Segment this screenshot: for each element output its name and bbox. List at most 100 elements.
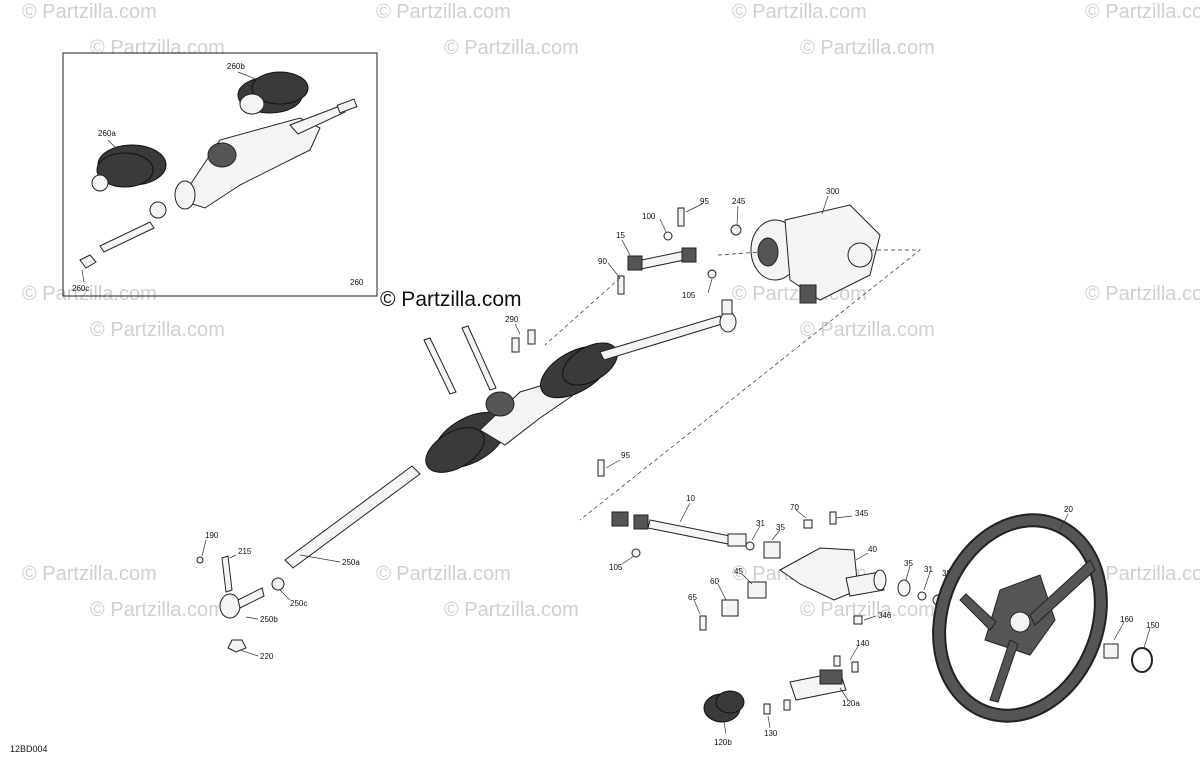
motor-output [847, 242, 873, 268]
u-joint-10 [611, 511, 629, 527]
callout-38: 38 [942, 569, 951, 578]
bolt-290 [511, 337, 520, 353]
callout-260a: 260a [98, 129, 116, 138]
shaft-end [727, 533, 747, 547]
watermark: © Partzilla.com [1085, 283, 1200, 305]
callout-95-lower: 95 [621, 451, 630, 460]
callout-290: 290 [505, 315, 519, 324]
callout-250a: 250a [342, 558, 360, 567]
u-joint-15b [681, 247, 697, 263]
nut-100 [663, 231, 673, 241]
watermark: © Partzilla.com [90, 599, 225, 621]
nut-160 [1103, 643, 1119, 659]
u-joint-15 [627, 255, 643, 271]
watermark: © Partzilla.com [800, 319, 935, 341]
inset-nut-260c [79, 254, 97, 269]
inset-ball-joint [149, 201, 167, 219]
column-switch-group: 120b 130 120a 140 [703, 639, 870, 747]
watermark: © Partzilla.com [732, 1, 867, 23]
watermark-grid: © Partzilla.com © Partzilla.com © Partzi… [22, 1, 1200, 621]
callout-120b: 120b [714, 738, 732, 747]
inset-rack-shaft [289, 105, 346, 135]
callout-345: 345 [855, 509, 869, 518]
inset-inner-tie-rod [99, 221, 155, 253]
bolt-65 [699, 615, 707, 631]
callout-160: 160 [1120, 615, 1134, 624]
nut-346 [853, 615, 863, 625]
steering-wheel-group: 20 160 150 [932, 505, 1160, 723]
callout-260: 260 [350, 278, 364, 287]
watermark: © Partzilla.com [1085, 1, 1200, 23]
callout-215: 215 [238, 547, 252, 556]
nut-105 [707, 269, 717, 279]
tie-rod-end-body [237, 587, 265, 609]
callout-60: 60 [710, 577, 719, 586]
motor-connector [799, 284, 817, 304]
callout-140: 140 [856, 639, 870, 648]
watermark: © Partzilla.com [444, 37, 579, 59]
left-tie-rod-end-group: 250a 250c 250b 220 190 215 [196, 531, 360, 661]
screw-130 [763, 703, 771, 715]
callout-100: 100 [642, 212, 656, 221]
screw-140b [851, 661, 859, 673]
pinion-housing [485, 391, 515, 417]
column-bracket-40 [779, 547, 859, 601]
cotter-pin-190 [196, 556, 204, 564]
callout-105: 105 [682, 291, 696, 300]
nut-70 [803, 519, 813, 529]
callout-250c: 250c [290, 599, 307, 608]
callout-90: 90 [598, 257, 607, 266]
callout-190: 190 [205, 531, 219, 540]
callout-95: 95 [700, 197, 709, 206]
callout-130: 130 [764, 729, 778, 738]
callout-150: 150 [1146, 621, 1160, 630]
right-tie-rod [599, 315, 723, 361]
watermark: © Partzilla.com [1085, 563, 1200, 585]
screw-140 [833, 655, 841, 667]
washer-250c [271, 577, 285, 591]
callout-70: 70 [790, 503, 799, 512]
u-joint-10b [633, 514, 649, 530]
boot-120b [703, 690, 745, 723]
watermark: © Partzilla.com [800, 37, 935, 59]
bolt-90 [617, 275, 625, 295]
callout-105-lower: 105 [609, 563, 623, 572]
callout-260c: 260c [72, 284, 89, 293]
screw-130b [783, 699, 791, 711]
callout-31: 31 [756, 519, 765, 528]
callout-45: 45 [734, 567, 743, 576]
nut-105-lower [631, 548, 641, 558]
wheel-spoke [989, 639, 1019, 703]
watermark: © Partzilla.com [376, 563, 511, 585]
figure-code: 12BD004 [10, 744, 48, 754]
callout-20: 20 [1064, 505, 1073, 514]
tie-rod-250a [284, 465, 421, 569]
right-tie-rod-end [719, 311, 737, 333]
motor-end-cap [757, 237, 779, 267]
callout-15: 15 [616, 231, 625, 240]
callout-300: 300 [826, 187, 840, 196]
steering-shaft-10 [647, 519, 731, 545]
watermark: © Partzilla.com [90, 319, 225, 341]
callout-65: 65 [688, 593, 697, 602]
bushing-35 [763, 541, 781, 559]
mounting-bolt [423, 337, 457, 395]
nut-245 [730, 224, 742, 236]
watermark: © Partzilla.com [800, 599, 935, 621]
motor-gearbox [784, 204, 881, 301]
callout-35b: 35 [904, 559, 913, 568]
bolt-95-lower [597, 459, 605, 477]
callout-220: 220 [260, 652, 274, 661]
bushing-35b [897, 579, 911, 597]
bolt-95 [677, 207, 685, 227]
inset-frame [62, 52, 378, 297]
cap-150 [1131, 647, 1153, 673]
watermark-main: © Partzilla.com [380, 288, 522, 311]
callout-35: 35 [776, 523, 785, 532]
bolt-215 [221, 555, 233, 593]
nut-220 [227, 639, 247, 653]
watermark: © Partzilla.com [90, 37, 225, 59]
callout-31b: 31 [924, 565, 933, 574]
callout-120a: 120a [842, 699, 860, 708]
